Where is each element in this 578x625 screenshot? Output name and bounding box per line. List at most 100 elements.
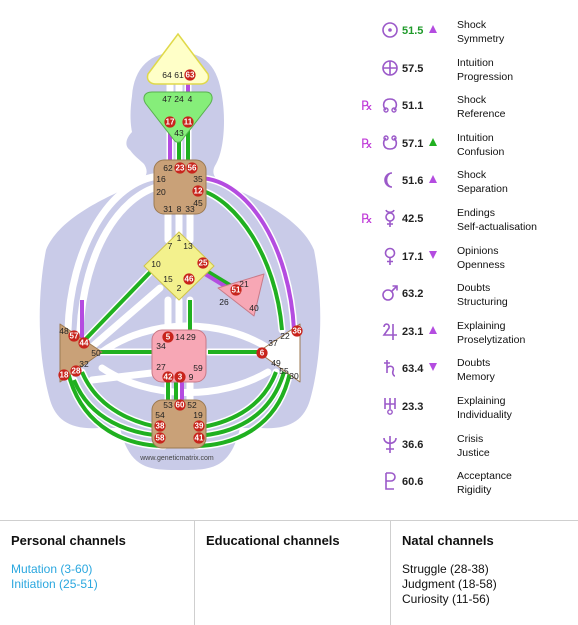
gate-12: 12 — [194, 187, 203, 196]
gate-15: 15 — [163, 274, 173, 284]
credit-text: www.geneticmatrix.com — [139, 455, 214, 462]
gate-17: 17 — [166, 118, 175, 127]
educational-channels-column: Educational channels — [195, 521, 391, 625]
gate-3: 3 — [178, 373, 183, 382]
mercury-icon — [378, 206, 402, 230]
active-gate-marker — [58, 369, 70, 381]
active-gate-marker — [70, 365, 82, 377]
active-gate-marker — [78, 337, 90, 349]
line-theme: Acceptance — [457, 470, 512, 483]
line-theme: Explaining — [457, 319, 506, 332]
gate-45: 45 — [193, 198, 203, 208]
active-gate-marker — [192, 185, 204, 197]
educational-channels-heading: Educational channels — [206, 533, 340, 548]
gate-30: 30 — [289, 371, 299, 381]
active-gate-marker — [174, 162, 186, 174]
gate-60: 60 — [176, 401, 185, 410]
gate-11: 11 — [184, 118, 193, 127]
exaltation-arrow-icon — [428, 322, 438, 334]
planet-gate-degree: 23.1 — [402, 325, 424, 338]
active-gate-marker — [164, 116, 176, 128]
line-theme: Opinions — [457, 244, 499, 257]
gate-44: 44 — [80, 339, 89, 348]
personal-channels-column: Personal channels Mutation (3-60) Initia… — [0, 521, 195, 625]
planet-gate-degree: 51.1 — [402, 100, 424, 113]
north-node-icon — [378, 93, 402, 117]
gate-29: 29 — [186, 332, 196, 342]
exaltation-arrow-icon — [428, 171, 438, 184]
planet-gate-degree: 17.1 — [402, 250, 424, 263]
gate-9: 9 — [189, 372, 194, 382]
pluto-icon — [378, 469, 402, 493]
exaltation-arrow-icon — [428, 21, 438, 33]
gate-51: 51 — [232, 286, 241, 295]
line-keynote: Openness — [457, 258, 505, 271]
active-gate-marker — [184, 69, 196, 81]
gate-37: 37 — [268, 338, 278, 348]
active-gate-marker — [162, 371, 174, 383]
line-theme: Shock — [457, 169, 487, 182]
gate-59: 59 — [193, 363, 203, 373]
gate-2: 2 — [177, 283, 182, 293]
line-keynote: Rigidity — [457, 484, 492, 497]
planet-gate-degree: 63.2 — [402, 288, 424, 301]
gate-56: 56 — [188, 164, 197, 173]
gate-36: 36 — [293, 327, 302, 336]
gate-33: 33 — [185, 204, 195, 214]
personal-channel-item[interactable]: Mutation (3-60) — [11, 562, 93, 576]
gate-5: 5 — [166, 333, 171, 342]
line-keynote: Individuality — [457, 408, 512, 421]
gate-43: 43 — [174, 128, 184, 138]
gate-1: 1 — [177, 233, 182, 243]
planet-gate-degree: 51.6 — [402, 175, 424, 188]
line-theme: Crisis — [457, 432, 484, 445]
line-keynote: Self-actualisation — [457, 220, 537, 233]
gate-28: 28 — [72, 367, 81, 376]
gate-64: 64 — [162, 70, 172, 80]
g-center — [143, 231, 215, 301]
exaltation-arrow-icon — [428, 134, 438, 146]
gate-18: 18 — [60, 371, 69, 380]
active-gate-marker — [256, 347, 268, 359]
planet-gate-degree: 57.5 — [402, 62, 424, 75]
line-keynote: Reference — [457, 108, 506, 121]
active-gate-marker — [68, 330, 80, 342]
gate-40: 40 — [249, 303, 259, 313]
active-gate-marker — [174, 371, 186, 383]
gate-7: 7 — [168, 241, 173, 251]
active-gate-marker — [193, 432, 205, 444]
active-gate-marker — [183, 273, 195, 285]
channel-57-10-personality — [78, 262, 160, 347]
gate-58: 58 — [156, 434, 165, 443]
gate-21: 21 — [239, 279, 249, 289]
gate-26: 26 — [219, 297, 229, 307]
retrograde-marker: ℞ — [361, 98, 373, 114]
line-theme: Shock — [457, 94, 487, 107]
personal-channel-item[interactable]: Initiation (25-51) — [11, 577, 98, 591]
gate-31: 31 — [163, 204, 173, 214]
gate-54: 54 — [155, 410, 165, 420]
active-gate-marker — [182, 116, 194, 128]
active-gate-marker — [154, 420, 166, 432]
gate-32: 32 — [79, 359, 89, 369]
gate-62: 62 — [163, 163, 173, 173]
solar-plexus-center — [257, 323, 301, 383]
line-keynote: Memory — [457, 371, 495, 384]
line-theme: Shock — [457, 19, 487, 31]
natal-channel-item: Judgment (18-58) — [402, 577, 497, 591]
